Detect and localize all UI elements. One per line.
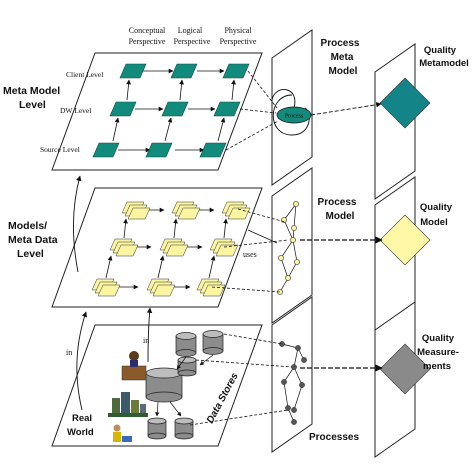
metamodel-node (222, 63, 250, 79)
quality-model-line1: Quality (420, 202, 453, 213)
process-instance-node (279, 341, 285, 347)
process-model-node (278, 255, 284, 261)
model-node-stack (159, 238, 189, 257)
process-instance-node (281, 379, 287, 385)
in-label-upper: in (143, 336, 149, 345)
database-icon (147, 417, 167, 440)
models-grid-nodes (91, 201, 251, 297)
metamodel-node (199, 142, 227, 158)
metamodel-to-process-links (225, 70, 279, 151)
quality-measurements-line1: Quality (422, 333, 455, 344)
process-model-node (294, 259, 300, 265)
metamodel-node (213, 101, 241, 117)
row-client-level: Client Level (66, 70, 103, 79)
models-to-process-links (211, 208, 289, 293)
quality-metamodel-line1: Quality (424, 45, 457, 56)
process-model-node (290, 237, 296, 243)
model-node (165, 244, 189, 257)
level-links (73, 175, 153, 411)
database-icon (202, 330, 224, 355)
process-model-line1: Process (318, 197, 357, 208)
col-physical-line1: Physical (224, 26, 252, 35)
quality-metamodel-line2: Metamodel (419, 58, 469, 69)
row-dw-level: DW Level (60, 106, 91, 115)
level-meta-model-line1: Meta Model (3, 85, 60, 97)
model-node (115, 244, 139, 257)
process-model-plane (271, 167, 313, 324)
level-models-line1: Models/ (8, 220, 47, 232)
office-clipart (108, 351, 148, 442)
process-instance-node (291, 419, 297, 425)
processes-nodes (279, 341, 307, 425)
col-conceptual-line2: Perspective (129, 37, 166, 46)
database-cylinders (145, 330, 224, 440)
processes-title: Processes (309, 432, 359, 443)
quality-measurements-line3: ments (423, 361, 451, 372)
database-icon (177, 356, 197, 377)
model-node (177, 207, 201, 220)
quality-model-line2: Model (420, 217, 447, 228)
process-model-graph (279, 203, 298, 293)
metamodel-node (119, 63, 147, 79)
level-real-world-line2: World (67, 427, 94, 438)
level-meta-model-line2: Level (19, 99, 46, 111)
process-model-nodes (277, 201, 300, 295)
col-physical-line2: Perspective (220, 37, 257, 46)
quality-measurements-line2: Measure- (417, 347, 459, 358)
datastores-to-processes-links (189, 333, 293, 426)
metamodel-node (92, 142, 120, 158)
processes-plane (271, 296, 313, 453)
col-logical-line2: Perspective (174, 37, 211, 46)
process-to-quality-metamodel-link (310, 102, 382, 116)
model-node (127, 207, 151, 220)
metamodel-node (161, 101, 189, 117)
process-model-node (293, 201, 299, 207)
database-icon (175, 332, 197, 357)
database-icon (145, 367, 183, 403)
process-instance-node (291, 407, 297, 413)
level-models-line3: Level (17, 248, 44, 260)
metamodel-node (170, 63, 198, 79)
level-real-world-line1: Real (72, 413, 92, 424)
process-node-label: Process (285, 114, 304, 120)
process-instance-node (285, 405, 291, 411)
model-node (215, 244, 239, 257)
metamodel-node (109, 101, 137, 117)
model-node (152, 284, 176, 297)
in-label-lower: in (66, 348, 72, 357)
model-node (97, 284, 121, 297)
model-node-stack (209, 238, 239, 257)
meta-model-plane (51, 52, 263, 171)
level-models-line2: Meta Data (8, 234, 58, 246)
model-node-stack (171, 201, 201, 220)
quality-measurements-diamond (379, 343, 431, 395)
process-instance-node (299, 382, 305, 388)
metamodel-node (145, 142, 173, 158)
process-meta-model-line2: Meta (331, 52, 354, 63)
database-icon (174, 417, 194, 440)
model-node-stack (121, 201, 151, 220)
metamodel-grid (112, 68, 236, 153)
process-model-line2: Model (326, 211, 355, 222)
quality-model-diamond (379, 214, 431, 266)
model-node-stack (109, 238, 139, 257)
process-model-node (285, 275, 291, 281)
process-meta-model-line3: Model (329, 66, 358, 77)
model-node-stack (146, 278, 176, 297)
process-instance-node (301, 357, 307, 363)
uses-label: uses (243, 250, 257, 259)
process-model-node (291, 225, 297, 231)
process-meta-model-line1: Process (321, 38, 360, 49)
process-instance-node (295, 345, 301, 351)
process-metamodel-graph: Process (271, 89, 312, 136)
process-instance-node (291, 364, 297, 370)
metamodel-nodes (92, 63, 250, 158)
quality-metamodel-diamond (379, 77, 431, 129)
row-source-level: Source Level (40, 145, 80, 154)
model-node-stack (91, 278, 121, 297)
col-logical-line1: Logical (178, 26, 203, 35)
col-conceptual-line1: Conceptual (129, 26, 166, 35)
